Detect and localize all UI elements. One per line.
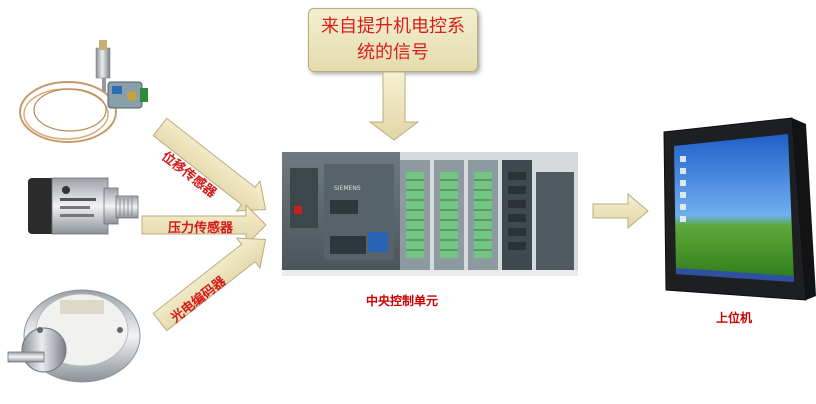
plc-image: SIEMENS [282, 152, 578, 276]
label-pressure-sensor: 压力传感器 [168, 221, 234, 236]
plc-caption: 中央控制单元 [366, 294, 439, 308]
displacement-sensor-image [19, 40, 148, 143]
signal-source-text: 来自提升机电控系统的信号 [321, 16, 465, 63]
arrow-down-signal [368, 71, 420, 141]
monitor-image [663, 117, 816, 301]
pressure-sensor-image [28, 177, 139, 235]
arrow-encoder [152, 237, 267, 332]
plc-brand-text: SIEMENS [334, 185, 361, 192]
arrow-pressure [141, 203, 267, 247]
monitor-caption: 上位机 [716, 311, 753, 325]
signal-source-box: 来自提升机电控系统的信号 [308, 8, 478, 72]
optical-encoder-image [7, 289, 141, 383]
arrow-to-monitor [592, 192, 649, 230]
